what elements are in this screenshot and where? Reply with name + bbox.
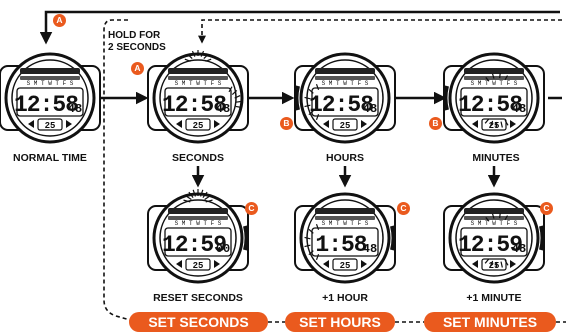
top-bar-graph xyxy=(20,68,80,74)
flash-ray xyxy=(500,73,501,78)
day-letters: S M T W T F S xyxy=(175,80,222,87)
flash-ray xyxy=(500,213,501,218)
date-digits: 25 xyxy=(45,121,56,131)
day-letters: S M T W T F S xyxy=(322,220,369,227)
date-digits: 25 xyxy=(193,121,204,131)
hold-note-line1: HOLD FOR xyxy=(108,30,166,42)
date-digits: 25 xyxy=(193,261,204,271)
flash-ray xyxy=(496,262,497,268)
top-bar-graph xyxy=(464,208,524,214)
top-bar-graph xyxy=(315,68,375,74)
badge-a-seconds: A xyxy=(131,62,144,75)
set-hours-banner: SET HOURS xyxy=(285,312,395,332)
label-plus-minute: +1 MINUTE xyxy=(444,292,544,304)
badge-c-hour: C xyxy=(397,202,410,215)
lcd-seconds: 48 xyxy=(363,102,377,116)
top-bar-graph xyxy=(315,208,375,214)
pressed-button-rim xyxy=(296,86,298,110)
badge-b-minutes: B xyxy=(429,117,442,130)
pressed-button-rim xyxy=(245,226,247,250)
hold-note: HOLD FOR 2 SECONDS xyxy=(108,30,166,54)
set-seconds-banner: SET SECONDS xyxy=(129,312,268,332)
pressed-button-rim xyxy=(392,226,394,250)
top-bar-graph xyxy=(168,208,228,214)
label-normal-time: NORMAL TIME xyxy=(0,152,100,164)
date-digits: 25 xyxy=(340,121,351,131)
day-letters: S M T W T F S xyxy=(471,220,518,227)
watch-seconds: S M T W T F S12:584825 xyxy=(148,50,248,142)
label-hours: HOURS xyxy=(295,152,395,164)
setting-frame-dashed xyxy=(104,20,130,320)
lcd-seconds: 48 xyxy=(216,102,230,116)
day-letters: S M T W T F S xyxy=(175,220,222,227)
flash-ray xyxy=(496,122,497,128)
lcd-time: 1:58 xyxy=(315,232,366,258)
top-bar-graph xyxy=(168,68,228,74)
top-bar-graph xyxy=(464,68,524,74)
day-letters: S M T W T F S xyxy=(471,80,518,87)
flash-ray xyxy=(236,101,242,102)
label-plus-hour: +1 HOUR xyxy=(295,292,395,304)
badge-a-top: A xyxy=(53,14,66,27)
watch-normal: S M T W T F S12:584825 xyxy=(0,54,100,142)
label-seconds: SECONDS xyxy=(148,152,248,164)
day-letters: S M T W T F S xyxy=(322,80,369,87)
set-minutes-banner: SET MINUTES xyxy=(424,312,556,332)
lcd-seconds: 48 xyxy=(68,102,82,116)
lcd-seconds: 00 xyxy=(216,242,230,256)
pressed-button-rim xyxy=(445,86,447,110)
hold-loop-dashed xyxy=(202,20,562,42)
label-minutes: MINUTES xyxy=(446,152,546,164)
label-reset-seconds: RESET SECONDS xyxy=(143,292,253,304)
date-digits: 25 xyxy=(340,261,351,271)
watch-plus-minute: S M T W T F S12:594825 xyxy=(444,194,544,282)
hold-note-line2: 2 SECONDS xyxy=(108,42,166,54)
lcd-seconds: 48 xyxy=(512,102,526,116)
lcd-seconds: 48 xyxy=(512,242,526,256)
badge-c-minute: C xyxy=(540,202,553,215)
day-letters: S M T W T F S xyxy=(27,80,74,87)
lcd-seconds: 48 xyxy=(363,242,377,256)
pressed-button-rim xyxy=(541,226,543,250)
badge-c-reset: C xyxy=(245,202,258,215)
badge-b-hours: B xyxy=(280,117,293,130)
